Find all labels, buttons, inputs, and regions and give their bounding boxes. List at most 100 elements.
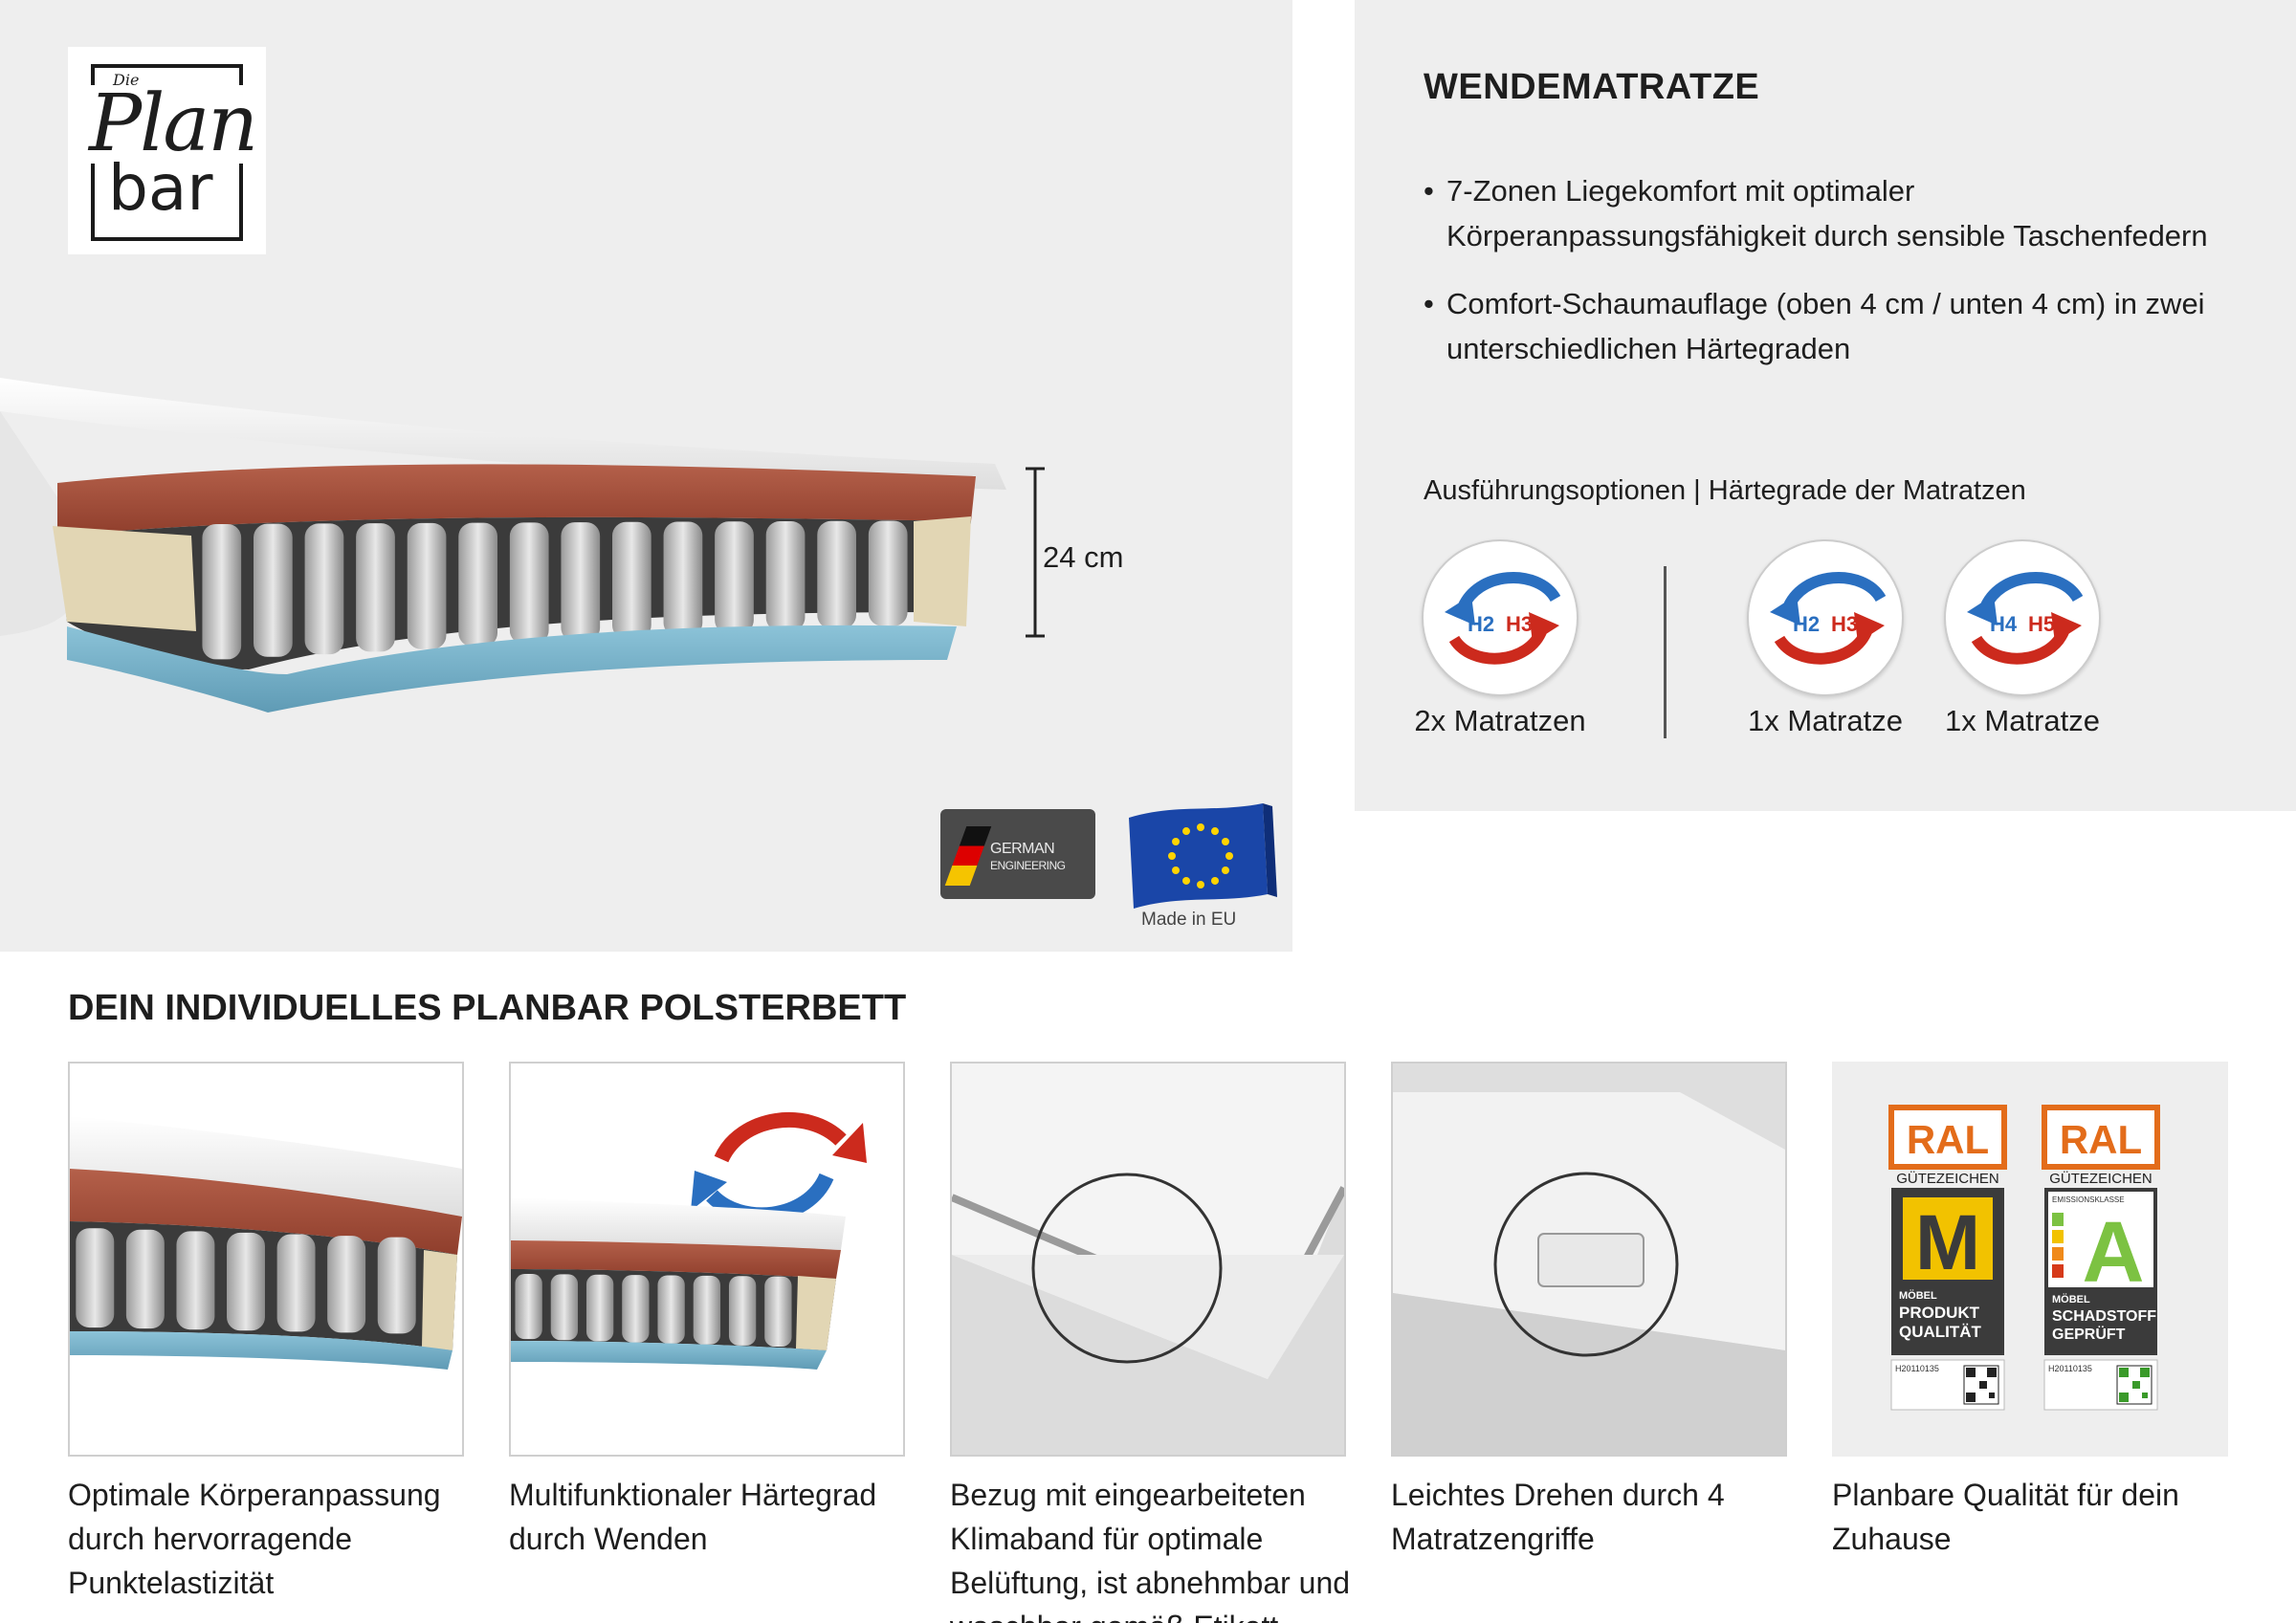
eu-star — [1172, 866, 1181, 874]
mattress-cover-top — [0, 378, 1006, 490]
logo-die-text: Die — [110, 71, 143, 89]
eu-star — [1221, 838, 1229, 845]
pocket-spring — [377, 1237, 416, 1334]
product-title: WENDEMATRATZE — [1424, 67, 1760, 107]
pocket-spring — [176, 1231, 215, 1330]
svg-text:H4: H4 — [1990, 612, 2018, 636]
eu-star — [1182, 876, 1190, 885]
pocket-spring — [227, 1232, 265, 1331]
svg-text:EMISSIONSKLASSE: EMISSIONSKLASSE — [2052, 1195, 2125, 1204]
svg-text:H3: H3 — [1506, 612, 1533, 636]
pocket-spring — [817, 520, 856, 629]
svg-text:GÜTEZEICHEN: GÜTEZEICHEN — [2049, 1170, 2152, 1187]
latex-block-left — [53, 526, 196, 631]
pocket-spring — [561, 522, 601, 642]
turn-arrows-icon: H4 H5 — [1967, 572, 2084, 665]
feature-caption: Planbare Qualität für dein Zuhause — [1832, 1478, 2179, 1556]
pocket-spring — [356, 523, 395, 652]
feature-card-cover — [950, 1062, 1348, 1457]
feature-card-ral-quality: RAL GÜTEZEICHEN M MÖBEL PRODUKT QUALITÄT… — [1832, 1062, 2228, 1457]
pocket-spring — [622, 1275, 650, 1343]
mattress-handle-image — [1393, 1064, 1785, 1455]
german-engineering-badge: GERMAN ENGINEERING — [940, 809, 1095, 899]
turn-arrows-icon: H2 H3 — [1770, 572, 1887, 665]
logo-plan-text: Plan — [83, 85, 263, 164]
bullet-item: 7-Zonen Liegekomfort mit optimaler Körpe… — [1424, 168, 2246, 258]
pocket-spring — [515, 1274, 542, 1340]
blue-comfort-foam — [67, 625, 957, 713]
mattress-flip-image — [511, 1112, 867, 1370]
svg-text:H3: H3 — [1831, 612, 1858, 636]
pocket-spring — [550, 1274, 579, 1341]
svg-text:MÖBEL: MÖBEL — [1899, 1289, 1937, 1302]
logo-bar-text: bar — [108, 151, 213, 225]
german-badge-line1: GERMAN — [990, 841, 1055, 857]
pocket-spring — [509, 522, 549, 645]
svg-text:RAL: RAL — [1907, 1117, 1989, 1162]
svg-text:M: M — [1915, 1199, 1980, 1286]
pocket-spring — [612, 521, 651, 639]
magnifier-circle — [1493, 1172, 1679, 1357]
pocket-spring — [728, 1276, 757, 1346]
eu-star — [1211, 827, 1219, 836]
ral-quality-seals: RAL GÜTEZEICHEN M MÖBEL PRODUKT QUALITÄT… — [1888, 1105, 2160, 1411]
feature-caption: Bezug mit eingearbeiteten Klimaband für … — [950, 1478, 1351, 1623]
feature-card-flippable — [509, 1062, 905, 1457]
eu-flag-badge — [1129, 803, 1277, 909]
pocket-spring — [254, 523, 293, 657]
mattress-cover-side — [0, 411, 67, 636]
hardness-option-h2-h3: H2 H3 — [1422, 539, 1578, 696]
eu-star — [1172, 838, 1181, 845]
svg-text:A: A — [2083, 1205, 2145, 1301]
svg-text:RAL: RAL — [2060, 1117, 2142, 1162]
pocket-spring — [304, 523, 344, 655]
eu-star — [1221, 866, 1229, 874]
pocket-spring — [125, 1229, 165, 1329]
pocket-spring — [868, 520, 908, 626]
svg-text:MÖBEL: MÖBEL — [2052, 1293, 2090, 1305]
pocket-spring — [276, 1234, 316, 1332]
svg-text:H2: H2 — [1793, 612, 1820, 636]
german-badge-line2: ENGINEERING — [990, 859, 1066, 872]
pocket-spring — [327, 1236, 366, 1333]
svg-text:SCHADSTOFF: SCHADSTOFF — [2052, 1308, 2156, 1325]
turn-arrows-icon: H2 H3 — [1445, 572, 1561, 665]
made-in-eu-label: Made in EU — [1141, 910, 1237, 930]
eu-star — [1197, 881, 1204, 888]
mattress-handle — [1537, 1233, 1645, 1287]
option-caption: 2x Matratzen — [1414, 704, 1586, 737]
eu-star — [1197, 823, 1204, 831]
svg-text:H20110135: H20110135 — [1895, 1364, 1939, 1373]
svg-text:PRODUKT: PRODUKT — [1899, 1304, 1980, 1322]
pocket-spring — [76, 1228, 115, 1328]
pocket-spring — [458, 522, 497, 647]
option-caption: 1x Matratze — [1945, 704, 2100, 737]
cover-zipper-image — [950, 1064, 1348, 1455]
planbar-logo: Die Plan bar — [68, 47, 266, 254]
flip-arrow-red — [714, 1112, 847, 1163]
latex-block-right — [914, 516, 971, 626]
pocket-spring — [202, 523, 242, 660]
eu-star — [1168, 852, 1176, 860]
height-dimension-label: 24 cm — [1043, 540, 1124, 574]
feature-card-handles — [1391, 1062, 1787, 1457]
feature-caption: Leichtes Drehen durch 4 Matratzengriffe — [1391, 1478, 1725, 1556]
pocket-spring — [407, 522, 447, 649]
pocket-spring — [663, 521, 703, 637]
svg-text:H5: H5 — [2028, 612, 2055, 636]
feature-bullets: 7-Zonen Liegekomfort mit optimaler Körpe… — [1424, 168, 2246, 394]
red-comfort-foam — [57, 464, 976, 536]
pocket-spring — [585, 1274, 614, 1342]
pocket-spring — [657, 1275, 685, 1344]
hardness-option-h2-h3: H2 H3 — [1747, 539, 1904, 696]
eu-star — [1211, 876, 1219, 885]
svg-text:H20110135: H20110135 — [2048, 1364, 2092, 1373]
feature-caption: Optimale Körperanpassung durch hervorrag… — [68, 1478, 441, 1600]
ral-seal-produktqualitaet: RAL GÜTEZEICHEN M MÖBEL PRODUKT QUALITÄT… — [1888, 1105, 2007, 1411]
mattress-cross-section-illustration — [0, 378, 1277, 909]
mattress-detail-image — [70, 1116, 462, 1370]
svg-text:GÜTEZEICHEN: GÜTEZEICHEN — [1896, 1170, 1999, 1187]
feature-caption: Multifunktionaler Härtegrad durch Wenden — [509, 1478, 877, 1556]
options-label: Ausführungsoptionen | Härtegrade der Mat… — [1424, 475, 2026, 506]
section-title: DEIN INDIVIDUELLES PLANBAR POLSTERBETT — [68, 988, 907, 1028]
